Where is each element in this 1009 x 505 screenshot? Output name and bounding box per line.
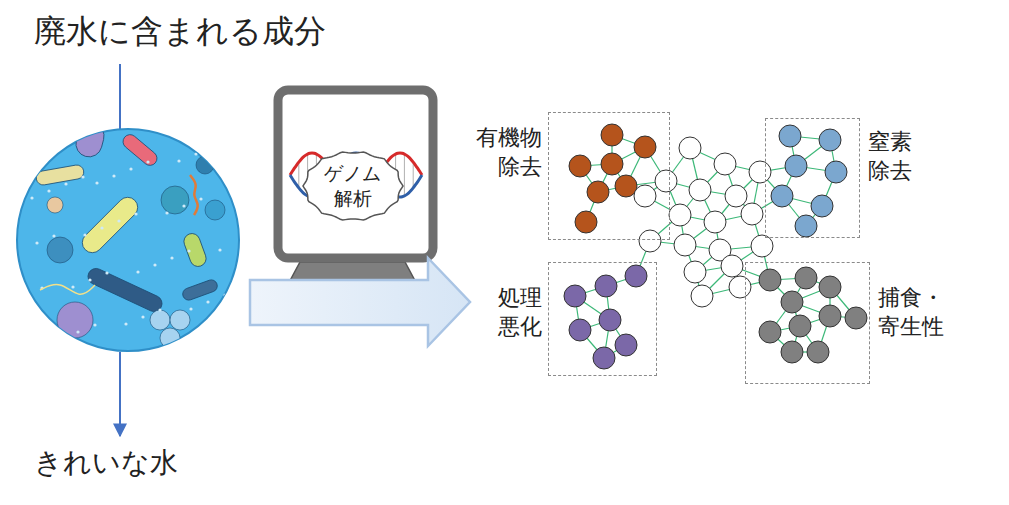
network-graph [564, 124, 867, 369]
cluster-group: 捕食・ 寄生性 [745, 262, 870, 384]
cluster-label: 捕食・ 寄生性 [878, 284, 951, 341]
input-label: 廃水に含まれる成分 [34, 12, 326, 50]
process-arrow [250, 258, 470, 346]
cluster-box [548, 112, 670, 240]
cluster-label: 有機物 除去 [469, 124, 542, 181]
cluster-group: 有機物 除去 [548, 112, 670, 240]
microbe-sample [17, 113, 239, 351]
node-label: ゲノム 解析 [323, 161, 384, 210]
cluster-box [765, 118, 860, 238]
cluster-group: 処理 悪化 [548, 262, 657, 376]
cluster-box [548, 262, 657, 376]
cluster-label: 窒素 除去 [868, 128, 941, 185]
computer-monitor [278, 90, 433, 290]
outflow-arrow [119, 352, 121, 436]
output-label: きれいな水 [34, 446, 178, 480]
cluster-box [745, 262, 870, 384]
analysis-cloud: ゲノム 解析 [300, 148, 406, 224]
cloud-outline [300, 148, 406, 224]
cluster-label: 処理 悪化 [469, 284, 542, 341]
cluster-group: 窒素 除去 [765, 118, 860, 238]
inflow-line [119, 64, 121, 130]
